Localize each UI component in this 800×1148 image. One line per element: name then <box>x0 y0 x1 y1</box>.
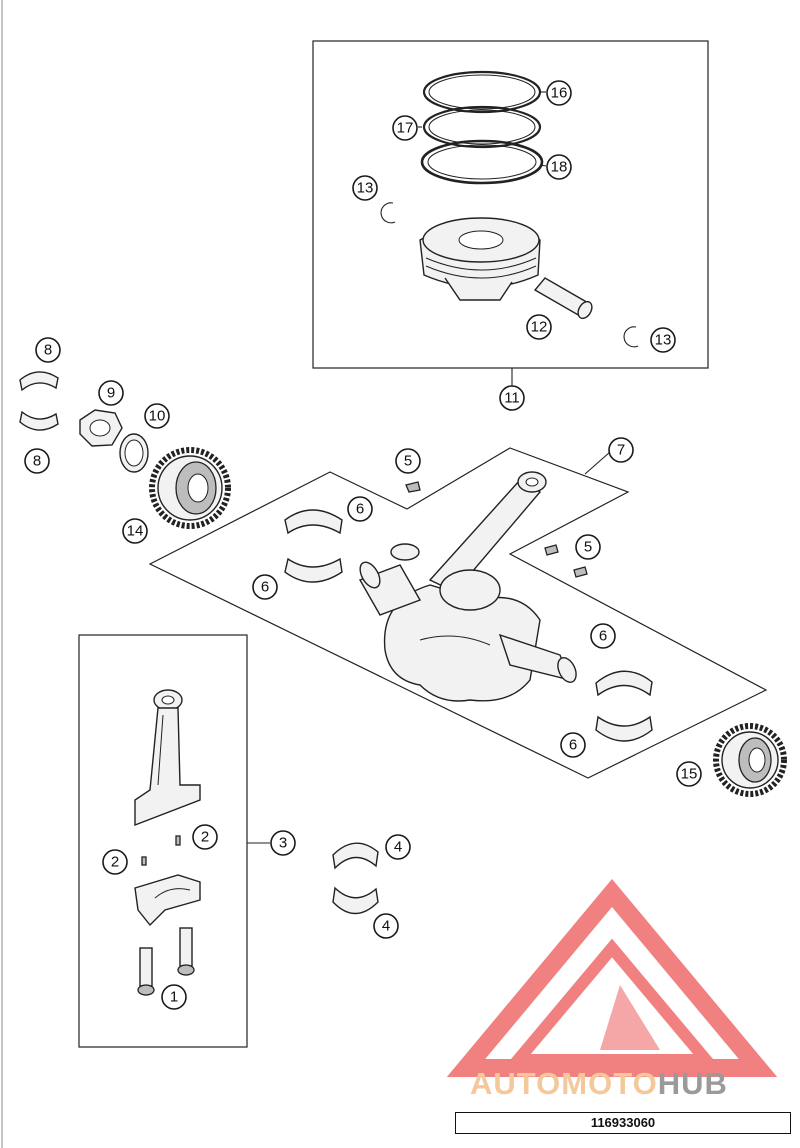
callout-4b: 4 <box>373 913 399 939</box>
callout-13a: 13 <box>352 175 378 201</box>
svg-text:1: 1 <box>170 989 178 1006</box>
svg-text:2: 2 <box>201 829 209 846</box>
piston-rings <box>420 70 544 185</box>
svg-text:13: 13 <box>655 332 672 349</box>
woodruff-keys <box>405 481 588 578</box>
lock-washer <box>119 433 149 473</box>
callout-6a: 6 <box>347 496 373 522</box>
callout-1: 1 <box>161 984 187 1010</box>
svg-text:8: 8 <box>44 342 52 359</box>
brand-wordmark: AUTOMOTOHUB <box>470 1066 728 1101</box>
svg-text:7: 7 <box>617 442 625 459</box>
connecting-rod <box>134 689 201 827</box>
piston-assembly-frame <box>312 40 709 369</box>
svg-text:12: 12 <box>531 319 548 336</box>
callout-14: 14 <box>122 518 148 544</box>
callout-6d: 6 <box>560 732 586 758</box>
svg-text:9: 9 <box>107 385 115 402</box>
callout-11: 11 <box>499 385 525 411</box>
callout-7: 7 <box>608 437 634 463</box>
svg-text:6: 6 <box>356 501 364 518</box>
hex-nut <box>79 409 123 447</box>
automotohub-logo <box>446 878 778 1077</box>
callout-6c: 6 <box>590 623 616 649</box>
svg-text:15: 15 <box>681 766 698 783</box>
svg-text:5: 5 <box>404 453 412 470</box>
svg-text:4: 4 <box>394 839 402 856</box>
svg-text:5: 5 <box>584 539 592 556</box>
svg-text:16: 16 <box>551 85 568 102</box>
svg-text:8: 8 <box>33 453 41 470</box>
connecting-rod-kit-frame <box>78 634 248 1048</box>
svg-text:14: 14 <box>127 523 144 540</box>
crankshaft <box>358 543 577 702</box>
balancer-bearing-shells <box>19 371 59 431</box>
main-bearing-shells <box>284 509 653 742</box>
circlip-right <box>623 326 639 348</box>
callout-2a: 2 <box>192 824 218 850</box>
callout-15: 15 <box>676 761 702 787</box>
svg-text:11: 11 <box>504 390 520 407</box>
svg-text:10: 10 <box>149 408 166 425</box>
part-number-code: 116933060 <box>455 1112 791 1134</box>
callout-12: 12 <box>526 314 552 340</box>
callout-4a: 4 <box>385 834 411 860</box>
rod-bearing-shells <box>332 842 379 915</box>
callout-13b: 13 <box>650 327 676 353</box>
callout-9: 9 <box>98 380 124 406</box>
rod-bolts <box>137 927 195 996</box>
callout-5a: 5 <box>395 448 421 474</box>
callout-3: 3 <box>270 830 296 856</box>
svg-text:2: 2 <box>111 854 119 871</box>
svg-text:6: 6 <box>599 628 607 645</box>
crankshaft-assembly-frame <box>148 447 768 779</box>
svg-text:4: 4 <box>382 918 390 935</box>
svg-text:13: 13 <box>357 180 374 197</box>
svg-text:18: 18 <box>551 159 568 176</box>
crankshaft-connecting-rod <box>428 471 547 611</box>
timing-gear <box>713 723 787 797</box>
circlip-left <box>380 202 396 224</box>
callout-8b: 8 <box>24 448 50 474</box>
svg-text:6: 6 <box>261 579 269 596</box>
rod-bearing-cap <box>134 874 201 927</box>
callout-5b: 5 <box>575 534 601 560</box>
piston <box>419 217 541 301</box>
callout-16: 16 <box>546 80 572 106</box>
svg-text:3: 3 <box>279 835 287 852</box>
primary-gear <box>149 447 231 529</box>
piston-pin <box>533 277 593 320</box>
svg-text:6: 6 <box>569 737 577 754</box>
callout-10: 10 <box>144 403 170 429</box>
callout-6b: 6 <box>252 574 278 600</box>
dowel-pins <box>141 835 181 866</box>
callout-17: 17 <box>392 115 418 141</box>
callout-18: 18 <box>546 154 572 180</box>
svg-text:17: 17 <box>397 120 414 137</box>
callout-8a: 8 <box>35 337 61 363</box>
callout-2b: 2 <box>102 849 128 875</box>
